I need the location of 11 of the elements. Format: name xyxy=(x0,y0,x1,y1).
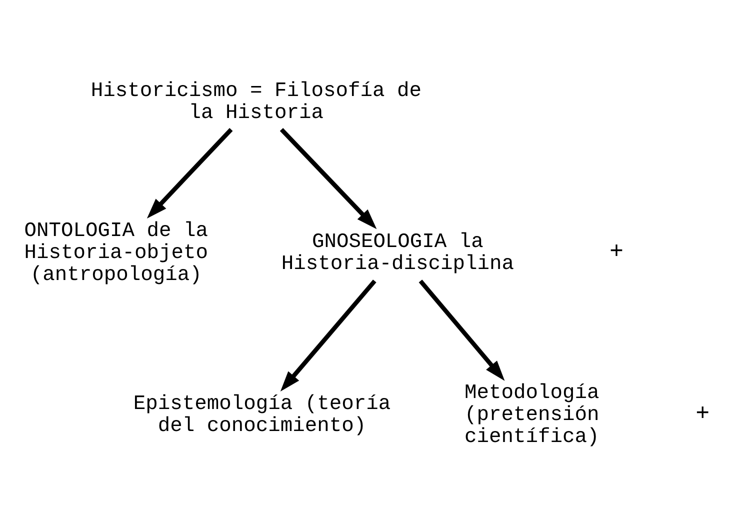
arrow xyxy=(418,279,505,380)
label: + xyxy=(696,402,710,428)
arrow xyxy=(280,279,376,391)
node-text: Epistemología (teoría del conocimiento) xyxy=(133,392,391,438)
arrow xyxy=(146,128,233,218)
label: + xyxy=(610,240,624,266)
arrow xyxy=(280,127,377,229)
node-text: Metodología (pretensión científica) xyxy=(464,382,600,448)
node-text: Historicismo = Filosofía de la Historia xyxy=(90,80,422,124)
node-text: GNOSEOLOGIA la Historia-disciplina xyxy=(281,230,514,276)
node-text: ONTOLOGIA de la Historia-objeto (antropología) xyxy=(24,220,208,286)
